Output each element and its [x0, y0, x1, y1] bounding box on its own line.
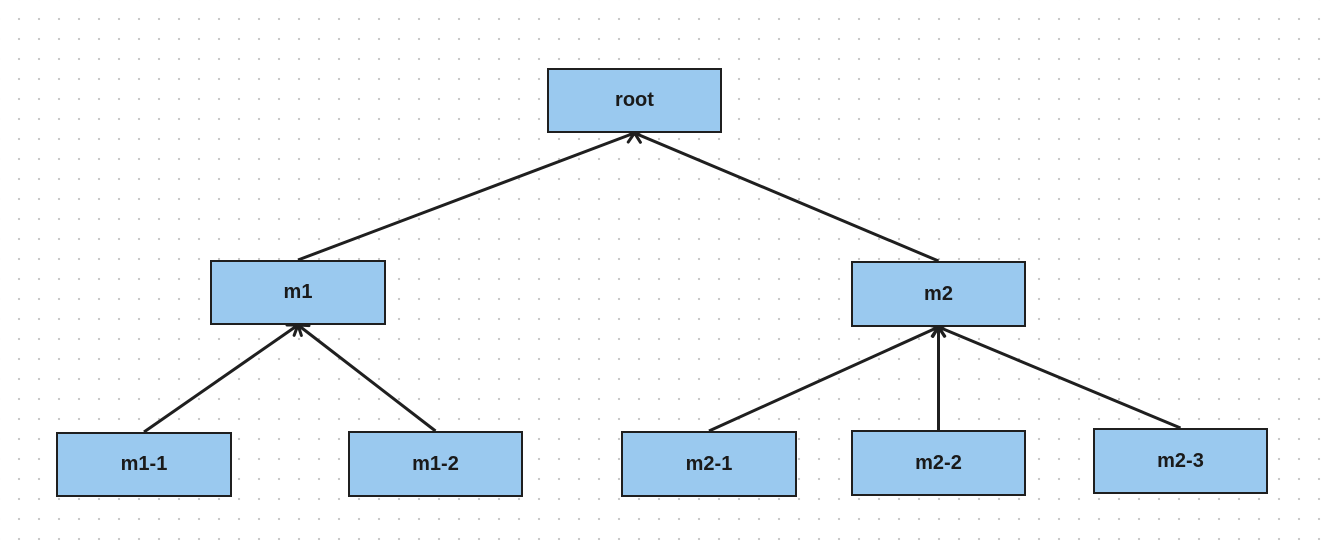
edge-line [143, 323, 299, 434]
node-root[interactable]: root [547, 68, 722, 133]
edge-line [937, 325, 1182, 430]
node-m2-2[interactable]: m2-2 [851, 430, 1026, 496]
node-m1-label: m1 [283, 281, 313, 303]
node-m2[interactable]: m2 [851, 261, 1026, 327]
edge-m1_1-to-m1 [143, 323, 300, 434]
edge-line [633, 131, 940, 263]
arrowhead-icon [296, 323, 311, 337]
edge-line [297, 323, 437, 433]
edge-line [708, 325, 940, 433]
node-m1[interactable]: m1 [210, 260, 386, 325]
node-m1-2-label: m1-2 [412, 452, 459, 475]
node-m1-1-label: m1-1 [120, 453, 168, 475]
edge-m2_3-to-m2 [937, 323, 1182, 430]
node-m2-3[interactable]: m2-3 [1093, 428, 1268, 494]
edge-line [297, 131, 636, 262]
node-m1-1[interactable]: m1-1 [56, 432, 232, 497]
edge-m1_2-to-m1 [296, 323, 437, 433]
node-m1-2[interactable]: m1-2 [348, 431, 523, 497]
node-m2-3-label: m2-3 [1157, 449, 1204, 472]
edge-m2_2-to-m2 [930, 325, 947, 430]
edge-m2_1-to-m2 [708, 323, 940, 433]
edge-m1-to-root [297, 128, 636, 262]
node-m2-2-label: m2-2 [915, 451, 962, 474]
node-m2-label: m2 [924, 282, 953, 305]
edge-m2-to-root [633, 129, 940, 263]
node-root-label: root [615, 89, 654, 111]
node-m2-1-label: m2-1 [685, 452, 733, 475]
node-m2-1[interactable]: m2-1 [621, 431, 797, 497]
